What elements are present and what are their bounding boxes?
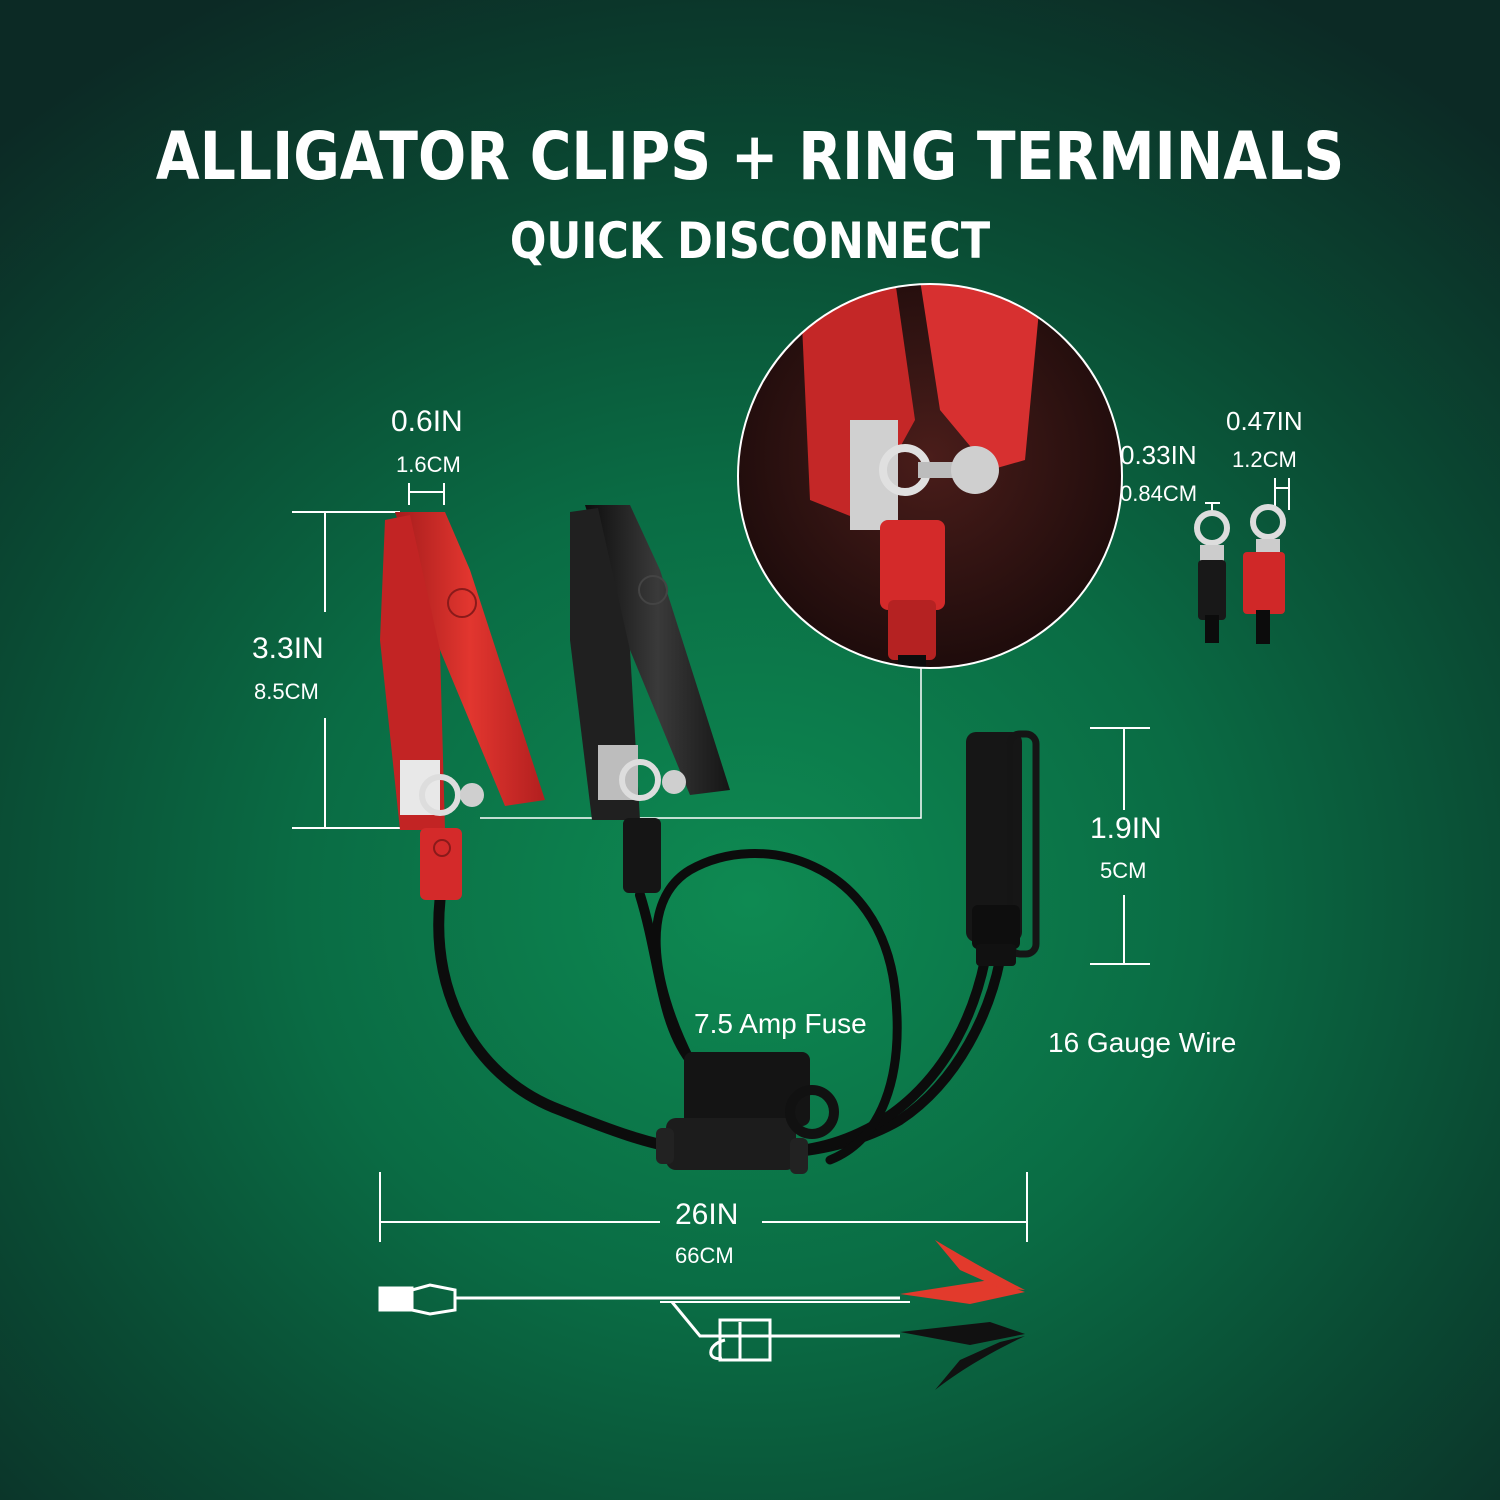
wire-gauge-callout: 16 Gauge Wire [1048, 1027, 1237, 1058]
sae-connector-icon [966, 730, 1040, 966]
fuse-callout: 7.5 Amp Fuse [694, 1008, 867, 1039]
clip-width-dimension [408, 483, 445, 505]
clip-detail-zoom [737, 283, 1123, 669]
ring-small-cm: 0.84CM [1120, 481, 1198, 506]
clip-length-in: 3.3IN [252, 632, 324, 665]
clip-length-dimension [292, 511, 400, 829]
page-subtitle: QUICK DISCONNECT [509, 212, 991, 270]
schematic-red-clip-icon [900, 1240, 1025, 1304]
connector-length-in: 1.9IN [1090, 812, 1162, 845]
red-alligator-clip-icon [380, 512, 545, 900]
cable-length-in: 26IN [675, 1198, 739, 1231]
connector-dimension [1090, 727, 1150, 965]
clip-width-in: 0.6IN [391, 405, 463, 438]
ring-small-in: 0.33IN [1120, 440, 1197, 470]
ring-terminal-icon [1194, 504, 1286, 644]
ring-large-in: 0.47IN [1226, 406, 1303, 436]
cable-length-dimension [379, 1172, 1028, 1242]
schematic-black-clip-icon [900, 1322, 1025, 1390]
black-alligator-clip-icon [570, 505, 730, 893]
ring-terminal-dimension [1205, 478, 1290, 515]
clip-width-cm: 1.6CM [396, 452, 461, 477]
ring-large-cm: 1.2CM [1232, 447, 1297, 472]
connector-length-cm: 5CM [1100, 858, 1147, 883]
wiring-schematic [378, 1283, 910, 1362]
page-title: ALLIGATOR CLIPS + RING TERMINALS [155, 118, 1345, 195]
clip-length-cm: 8.5CM [254, 679, 319, 704]
fuse-holder-icon [656, 1052, 839, 1174]
cable-length-cm: 66CM [675, 1243, 734, 1268]
